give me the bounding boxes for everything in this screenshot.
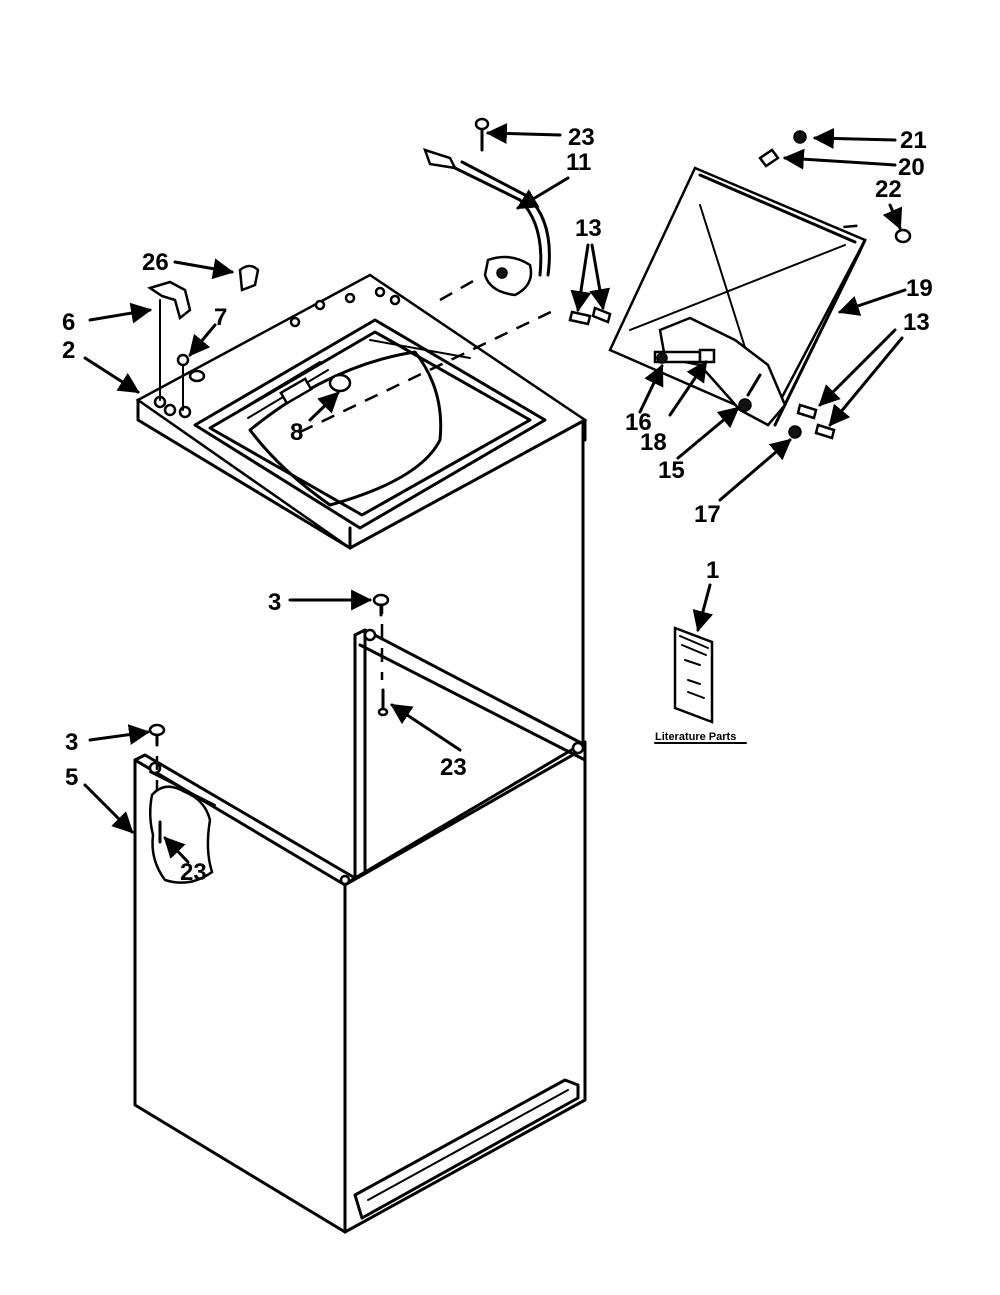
callout-3-top: 3	[268, 589, 281, 616]
callout-leaders	[83, 123, 907, 864]
callout-13-top: 13	[575, 215, 602, 242]
callout-13-right: 13	[903, 309, 930, 336]
callout-1: 1	[706, 557, 719, 584]
lid-switch-part	[328, 373, 352, 393]
callout-21: 21	[900, 127, 927, 154]
cabinet	[133, 418, 587, 1234]
clip-part	[238, 264, 260, 292]
screw-7	[176, 353, 190, 411]
callout-20: 20	[898, 154, 925, 181]
callout-5: 5	[65, 764, 78, 791]
callout-11: 11	[566, 149, 591, 176]
callout-22: 22	[875, 176, 902, 203]
callout-26: 26	[142, 249, 169, 276]
washer-top	[135, 273, 588, 550]
lid-assembly	[568, 166, 867, 440]
callout-23-cutaway: 23	[180, 859, 207, 886]
literature-parts-caption: Literature Parts	[655, 731, 736, 743]
callout-7: 7	[214, 304, 227, 331]
lid-small-parts	[758, 130, 912, 244]
callout-6: 6	[62, 309, 75, 336]
callout-23-top: 23	[568, 124, 595, 151]
callout-19: 19	[906, 275, 933, 302]
callout-numbers: 1 2 3 3 5 6 7 8 11 13 13 15 16 17 18 19 …	[62, 124, 933, 886]
callout-18: 18	[640, 429, 667, 456]
callout-2: 2	[62, 337, 75, 364]
literature-booklet	[673, 626, 714, 724]
callout-8: 8	[290, 419, 303, 446]
callout-15: 15	[658, 457, 685, 484]
callout-16: 16	[625, 409, 652, 436]
screw-23-top	[474, 117, 490, 152]
callout-3-left: 3	[65, 729, 78, 756]
callout-17: 17	[694, 501, 721, 528]
bracket-part	[147, 280, 192, 401]
power-cord	[422, 148, 551, 297]
callout-23-middle: 23	[440, 754, 467, 781]
